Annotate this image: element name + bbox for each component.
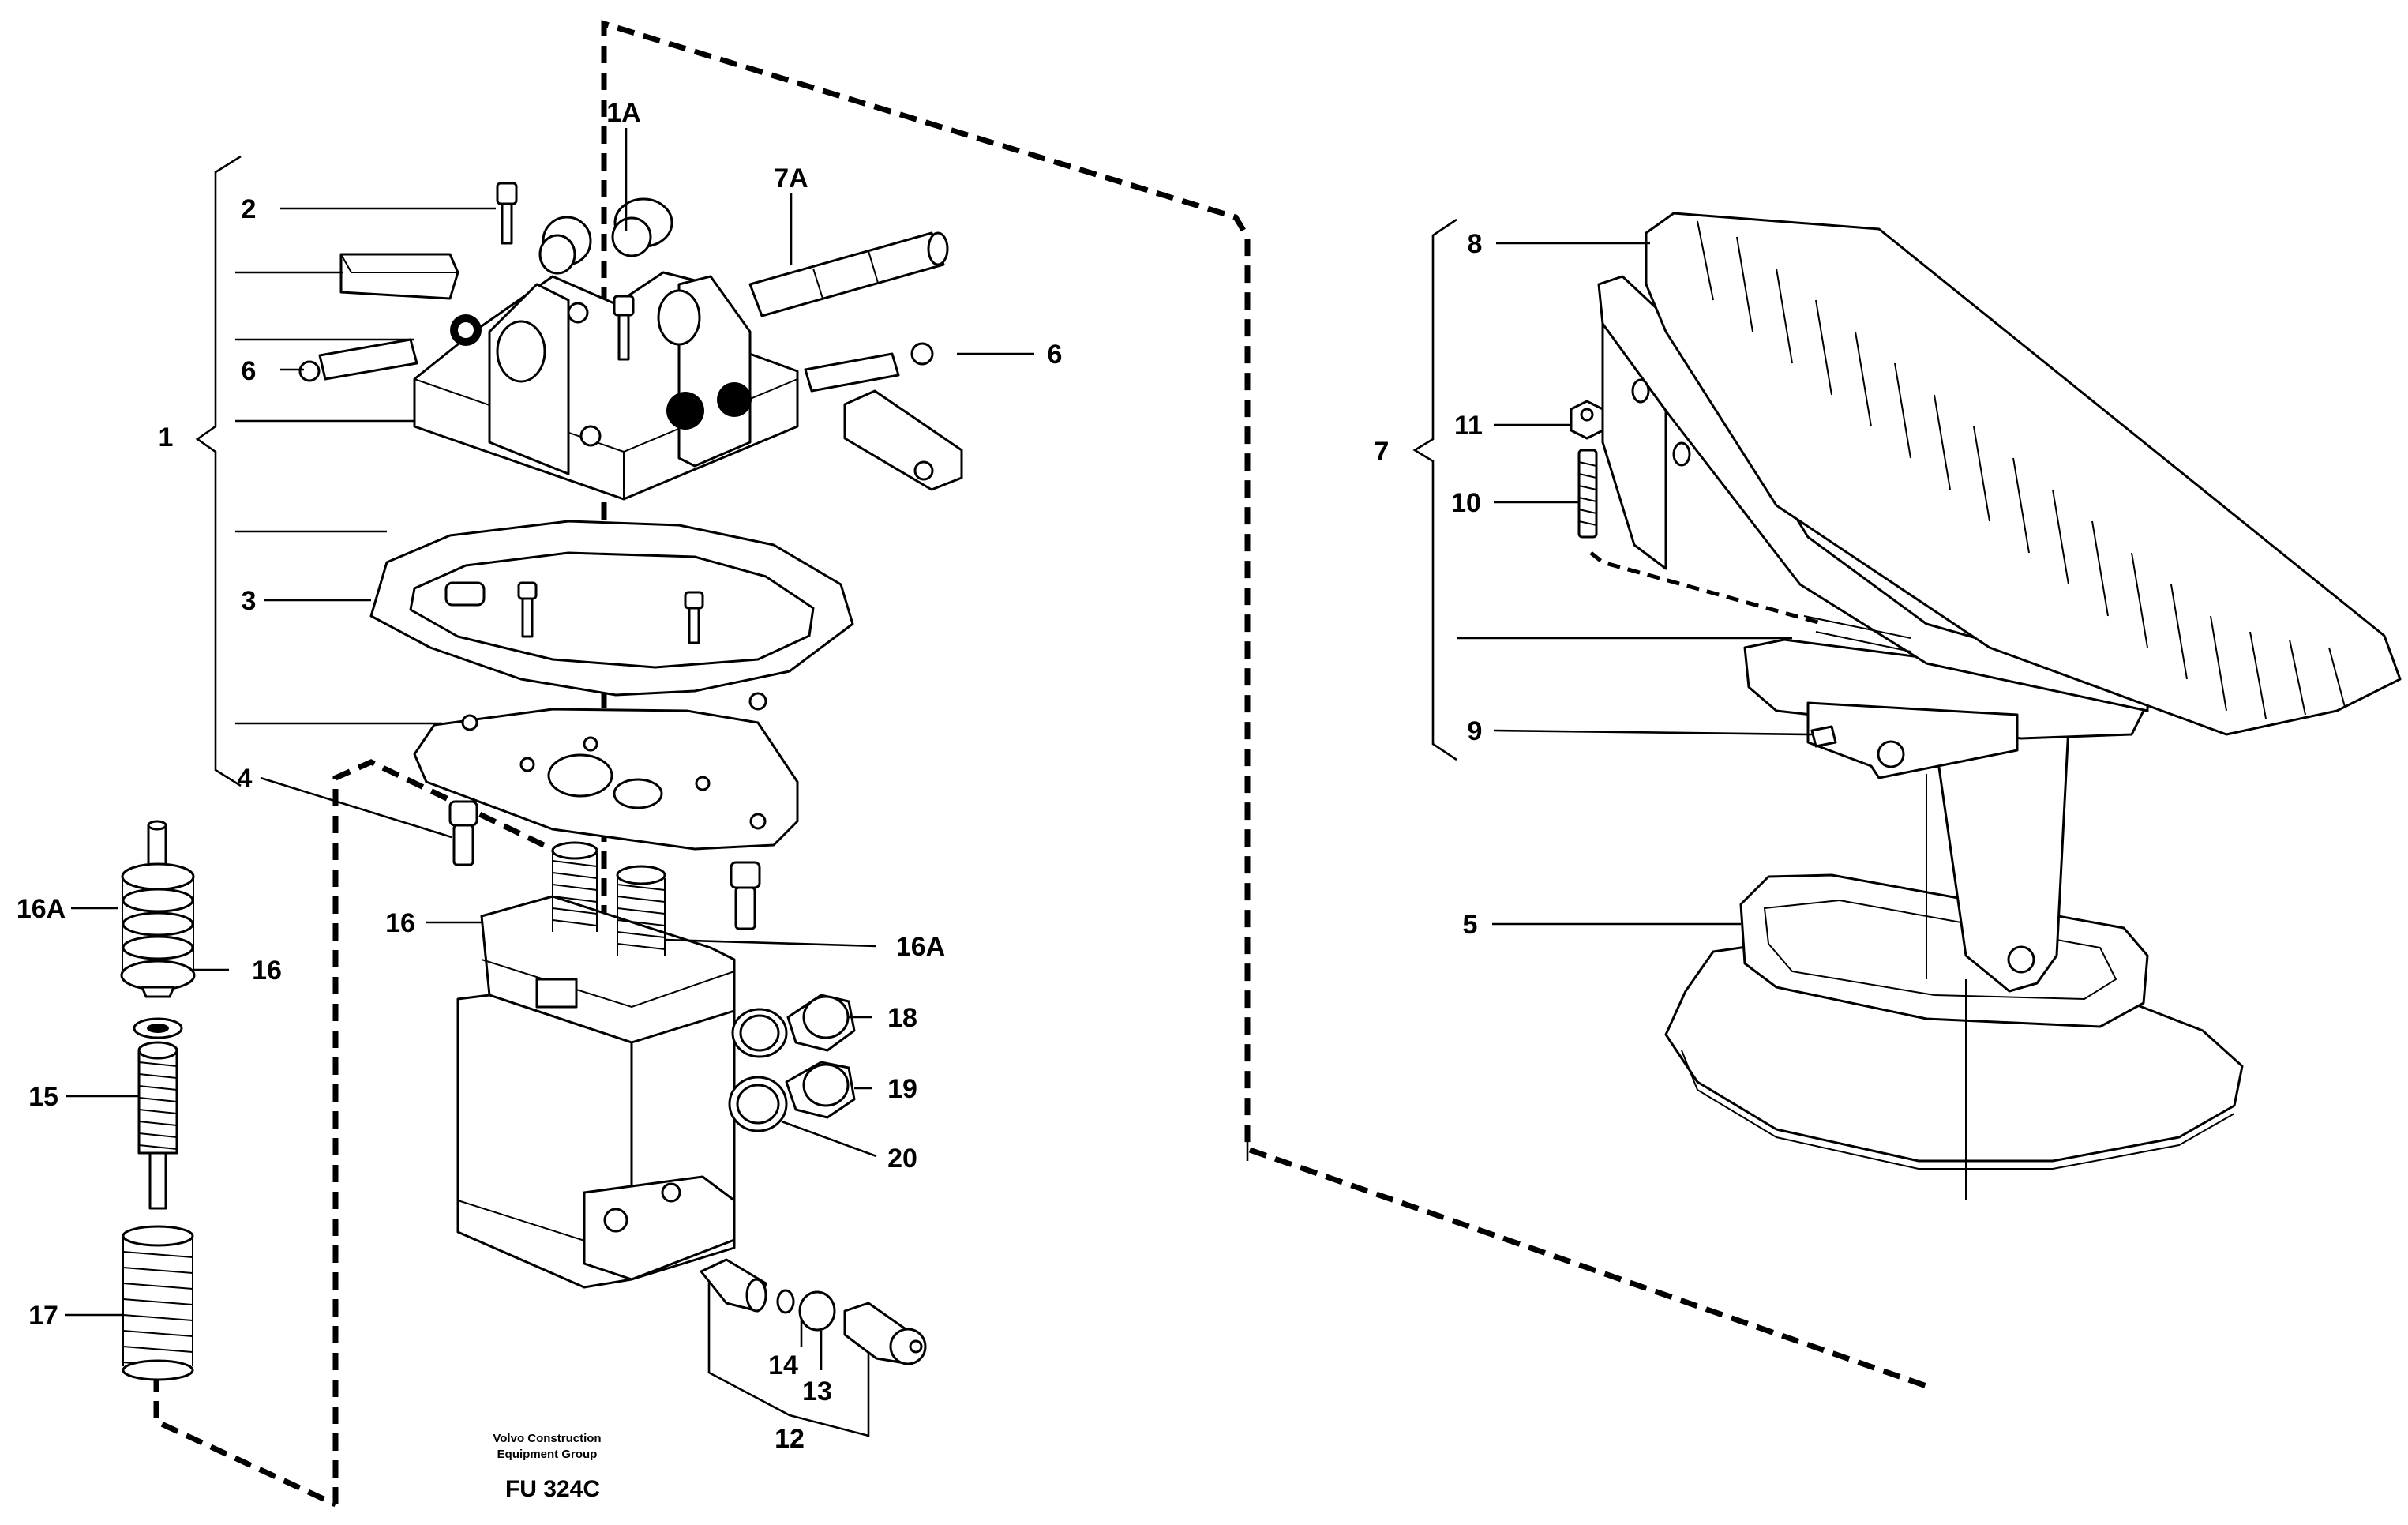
set-screw-9 <box>1810 725 1837 748</box>
callout-18: 18 <box>887 1003 917 1033</box>
base-plate <box>413 692 799 851</box>
callout-2: 2 <box>242 194 257 224</box>
bushing-1a-large <box>611 197 673 257</box>
credit-line-2: Equipment Group <box>497 1448 598 1461</box>
plunger-15 <box>133 1017 183 1210</box>
o-ring-18 <box>731 1008 788 1058</box>
callout-16-mid: 16 <box>385 908 415 938</box>
callout-1a: 1A <box>606 98 640 128</box>
spring-17 <box>122 1225 194 1381</box>
screw-4-left <box>448 800 478 866</box>
pin-left <box>298 338 418 382</box>
callout-labels: 1A 7A 2 6 6 1 3 4 16A 16 16A 16 18 15 19… <box>17 98 1483 1454</box>
gasket-plate-3 <box>369 520 854 697</box>
callout-12: 12 <box>775 1424 805 1454</box>
callout-15: 15 <box>28 1082 58 1112</box>
plug-18 <box>786 994 856 1052</box>
callout-17: 17 <box>28 1301 58 1331</box>
screw-center <box>613 295 635 361</box>
callout-16a-mid: 16A <box>896 932 945 962</box>
o-ring-20 <box>728 1076 788 1132</box>
callout-9: 9 <box>1468 716 1483 746</box>
valve-body <box>456 895 736 1289</box>
pedal-mount-plate <box>1743 638 2149 779</box>
figure-code: FU 324C <box>505 1476 600 1502</box>
callout-7: 7 <box>1375 437 1390 467</box>
figure-credit: Volvo Construction Equipment Group FU 32… <box>493 1432 601 1502</box>
pin-7a <box>748 231 949 317</box>
callout-5: 5 <box>1463 910 1478 940</box>
wedge-block-left <box>339 253 459 300</box>
bracket-group-12 <box>707 1283 870 1437</box>
callout-3: 3 <box>242 586 257 616</box>
bracket-group-1 <box>195 155 242 787</box>
bushing-1a-small <box>538 216 592 275</box>
fitting-12 <box>700 1258 767 1313</box>
callout-16-left: 16 <box>252 956 282 986</box>
callout-13: 13 <box>802 1377 832 1407</box>
wedge-block-right <box>843 389 963 491</box>
callout-6-left: 6 <box>242 356 257 386</box>
callout-11: 11 <box>1454 411 1483 441</box>
callout-10: 10 <box>1451 488 1481 518</box>
pedal-tread-8 <box>1645 212 2402 736</box>
callout-20: 20 <box>887 1144 917 1174</box>
callout-6-right: 6 <box>1048 340 1063 370</box>
callout-8: 8 <box>1468 229 1483 259</box>
spring-16-center <box>551 841 598 932</box>
callout-4: 4 <box>238 764 253 794</box>
spring-seat-16a <box>120 820 196 998</box>
screw-11 <box>1570 400 1604 440</box>
plug-12 <box>843 1302 927 1365</box>
callout-1: 1 <box>159 423 174 453</box>
screw-4-right <box>730 861 761 930</box>
screw-10 <box>1577 449 1598 539</box>
leader-lines <box>65 128 1813 1370</box>
spring-16a-center <box>616 865 666 956</box>
callout-19: 19 <box>887 1074 917 1104</box>
bracket-group-7 <box>1412 218 1457 761</box>
screw-2 <box>496 182 518 245</box>
boot-5 <box>1664 873 2244 1170</box>
pedal-arm <box>1926 725 2070 1200</box>
credit-line-1: Volvo Construction <box>493 1432 601 1445</box>
o-ring-13 <box>798 1290 836 1332</box>
pin-right <box>804 342 934 393</box>
callout-14: 14 <box>768 1350 798 1380</box>
o-ring-14 <box>776 1289 795 1314</box>
callout-7a: 7A <box>774 163 808 193</box>
plug-19 <box>785 1061 856 1119</box>
callout-16a-left: 16A <box>17 894 66 924</box>
pedal-bracket-assembly <box>413 271 799 501</box>
